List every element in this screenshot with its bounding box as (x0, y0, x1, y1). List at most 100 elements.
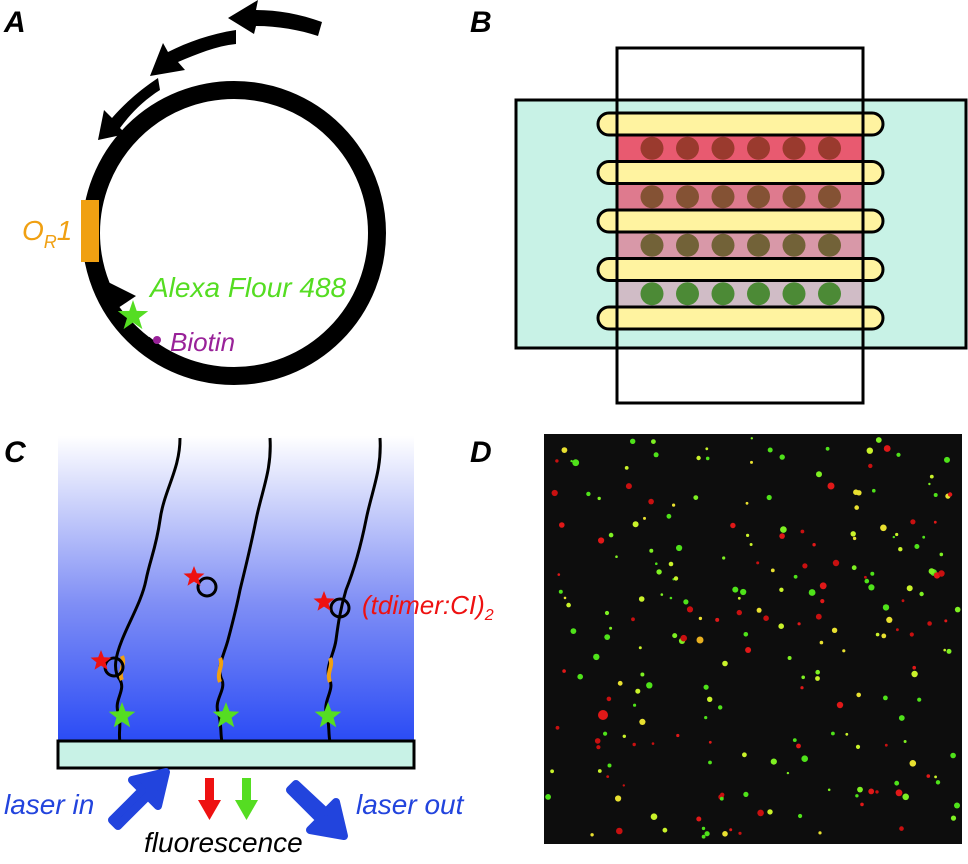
fluorescent-spot (954, 802, 960, 809)
fluorescent-spot (778, 623, 784, 629)
sample-well (711, 282, 735, 306)
fluorescent-spot (884, 743, 888, 747)
fluorescent-spot (736, 609, 742, 616)
fluorescent-spot (738, 831, 742, 835)
fluorescent-spot (820, 599, 825, 604)
fluorescent-spot (943, 648, 946, 652)
laser-out-arrow (286, 780, 348, 840)
fluorescent-spot (854, 505, 859, 510)
fluorescent-spot (563, 596, 567, 600)
fluorescent-spot (831, 627, 838, 633)
fluorescent-spot (648, 498, 654, 505)
fluorescent-spot (597, 769, 602, 773)
fluorescent-spot (856, 692, 861, 698)
fluorescent-spot (819, 582, 827, 590)
tdimer-star (90, 650, 112, 670)
sample-well (640, 233, 664, 257)
fluorescent-spot (947, 492, 953, 497)
tape-strip (596, 160, 885, 185)
fluorescent-spot (669, 596, 673, 600)
fluorescent-spot (903, 740, 907, 743)
sample-well (640, 136, 664, 160)
fluorescent-spot (909, 632, 914, 637)
fluorescence-green-arrow (235, 778, 258, 820)
fluorescent-spot (577, 673, 583, 680)
fluorescent-spot (562, 669, 566, 673)
fluorescent-spot (643, 516, 646, 520)
tdimer-star (313, 591, 335, 611)
panel-b: B (470, 6, 968, 405)
bound-complex-1 (90, 650, 125, 678)
fluorescent-spot (696, 816, 702, 822)
fluorescent-spot (696, 636, 704, 644)
laser-in-arrow (108, 768, 170, 830)
fluorescent-spot (895, 789, 903, 797)
alexa-dye-star (117, 300, 149, 330)
transcript-arrow-1 (228, 0, 322, 36)
fluorescent-spot (860, 802, 864, 807)
fluorescent-spot (880, 524, 887, 532)
ci-protein (196, 576, 218, 598)
fluorescent-spot (779, 454, 785, 460)
sample-well (747, 233, 770, 257)
biotin-dot (153, 336, 161, 344)
sample-well (818, 185, 841, 209)
fluorescent-spot (767, 447, 773, 453)
fluorescent-spot (827, 788, 831, 792)
operator-label: OR1 (22, 215, 72, 252)
fluorescent-spot (743, 791, 749, 798)
fluorescent-spot (559, 522, 565, 528)
fluorescent-spot (896, 452, 901, 457)
fluorescent-spot (845, 732, 849, 736)
fluorescent-spot (779, 533, 785, 539)
fluorescent-spot (551, 489, 558, 497)
fluorescent-spot (631, 617, 635, 622)
sample-well (711, 233, 735, 257)
fluorescent-spot (917, 697, 922, 702)
fluorescent-spot (926, 774, 931, 778)
fluorescent-spot (604, 634, 611, 640)
fluorescent-spot (696, 455, 701, 461)
fluorescent-spot (676, 733, 680, 738)
fluorescent-spot (672, 503, 676, 507)
fluorescent-spot (935, 780, 941, 785)
fluorescent-spot (800, 529, 805, 534)
fluorescent-spot (906, 585, 913, 592)
fluorescent-spot (815, 669, 820, 675)
fluorescent-spot (606, 775, 610, 778)
fluorescent-spot (800, 686, 804, 690)
fluorescent-spot (864, 575, 867, 579)
fluorescent-spot (630, 438, 636, 444)
fluorescent-spot (882, 604, 890, 611)
biotin-label: Biotin (170, 327, 235, 357)
fluorescent-spot (883, 445, 891, 452)
fluorescent-spot (558, 589, 563, 594)
fluorescent-spot (701, 826, 706, 831)
fluorescent-spot (557, 573, 561, 576)
fluorescent-spot (801, 755, 808, 762)
fluorescent-spot (570, 459, 573, 463)
fluorescent-spot (792, 738, 797, 742)
fluorescent-spot (842, 649, 846, 653)
fluorescent-spot (929, 474, 934, 479)
strand-arrowhead (100, 278, 136, 308)
fluorescent-spot (596, 745, 601, 750)
fluorescent-spot (855, 794, 859, 798)
fluorescent-spot (919, 591, 924, 597)
sample-well (747, 282, 770, 306)
fluorescent-spot (750, 460, 753, 464)
sample-well (818, 136, 841, 160)
fluorescent-spot (912, 665, 916, 670)
fluorescent-spot (708, 740, 712, 744)
sample-well (640, 282, 664, 306)
fluorescent-spot (590, 833, 594, 837)
fluorescent-spot (656, 569, 662, 575)
fluorescent-spot (545, 794, 551, 800)
alexa-dye-label: Alexa Flour 488 (148, 272, 347, 303)
fluorescent-spot (896, 628, 899, 632)
bound-complex-2 (313, 591, 351, 619)
fluorescent-spot (798, 813, 803, 819)
panel-a-letter: A (3, 6, 26, 39)
fluorescent-spot (646, 682, 653, 689)
fluorescent-spot (705, 456, 710, 461)
